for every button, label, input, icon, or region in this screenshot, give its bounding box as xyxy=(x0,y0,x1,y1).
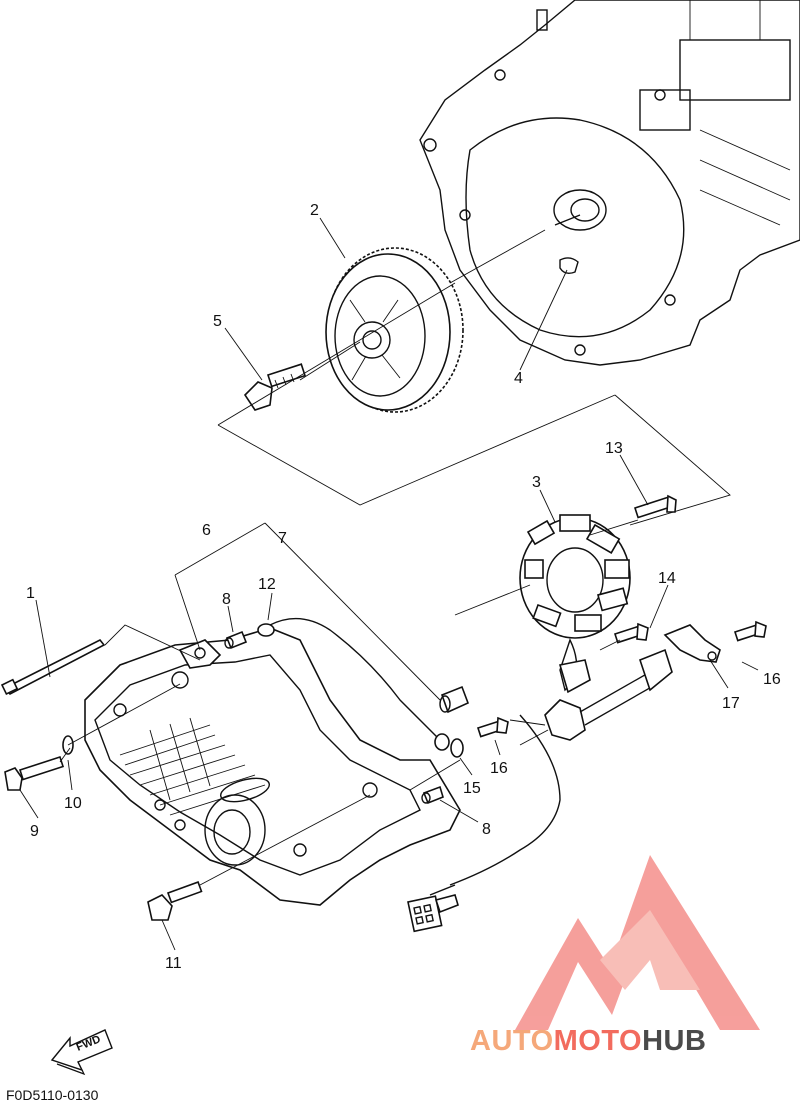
label-17: 17 xyxy=(722,695,740,712)
watermark-text: AUTOMOTOHUB xyxy=(470,1025,706,1057)
stator xyxy=(519,514,631,692)
gasket-wire xyxy=(269,617,441,741)
watermark-hub: HUB xyxy=(642,1025,706,1057)
label-1: 1 xyxy=(26,585,35,602)
engine-block xyxy=(419,0,800,366)
bracket-bolt xyxy=(733,620,767,642)
stator-bolt xyxy=(633,494,677,519)
label-16-middle: 16 xyxy=(490,760,508,777)
sensor-bracket xyxy=(663,624,721,663)
label-8-lower: 8 xyxy=(482,821,491,838)
label-7: 7 xyxy=(278,530,287,547)
cover-bolt-long xyxy=(4,756,65,791)
label-6: 6 xyxy=(202,522,211,539)
label-16-right: 16 xyxy=(763,671,781,688)
flywheel xyxy=(325,247,464,413)
label-9: 9 xyxy=(30,823,39,840)
cover-bolt-middle xyxy=(476,716,509,738)
label-3: 3 xyxy=(532,474,541,491)
watermark-moto: MOTO xyxy=(554,1025,642,1057)
dowel-pin-upper xyxy=(224,630,248,650)
watermark-auto: AUTO xyxy=(470,1025,554,1057)
watermark-logo xyxy=(515,855,760,1030)
wire-connector xyxy=(407,894,459,933)
label-11: 11 xyxy=(165,955,182,972)
cover-bolt-lower xyxy=(147,881,203,921)
label-13: 13 xyxy=(605,440,623,457)
cable-tie xyxy=(0,638,106,696)
figure-code: F0D5110-0130 xyxy=(6,1087,99,1103)
label-14: 14 xyxy=(658,570,676,587)
pulser-bolt xyxy=(613,622,649,644)
label-8-upper: 8 xyxy=(222,591,231,608)
fwd-arrow-icon: FWD xyxy=(50,1029,113,1076)
label-12: 12 xyxy=(258,576,276,593)
o-ring-upper xyxy=(257,623,275,637)
label-4: 4 xyxy=(514,370,523,387)
o-ring-lower xyxy=(434,733,450,751)
label-15: 15 xyxy=(463,780,481,797)
flywheel-bolt xyxy=(243,363,307,411)
washer-15 xyxy=(450,738,464,758)
label-5: 5 xyxy=(213,313,222,330)
dowel-pin-lower xyxy=(421,785,444,805)
pulser-coil xyxy=(429,648,673,896)
label-10: 10 xyxy=(64,795,82,812)
callout-labels: 1 2 3 4 5 6 7 8 8 9 10 11 12 13 14 15 16… xyxy=(26,202,781,972)
label-2: 2 xyxy=(310,202,319,219)
bushing xyxy=(439,685,470,714)
crankcase-cover xyxy=(84,627,461,906)
